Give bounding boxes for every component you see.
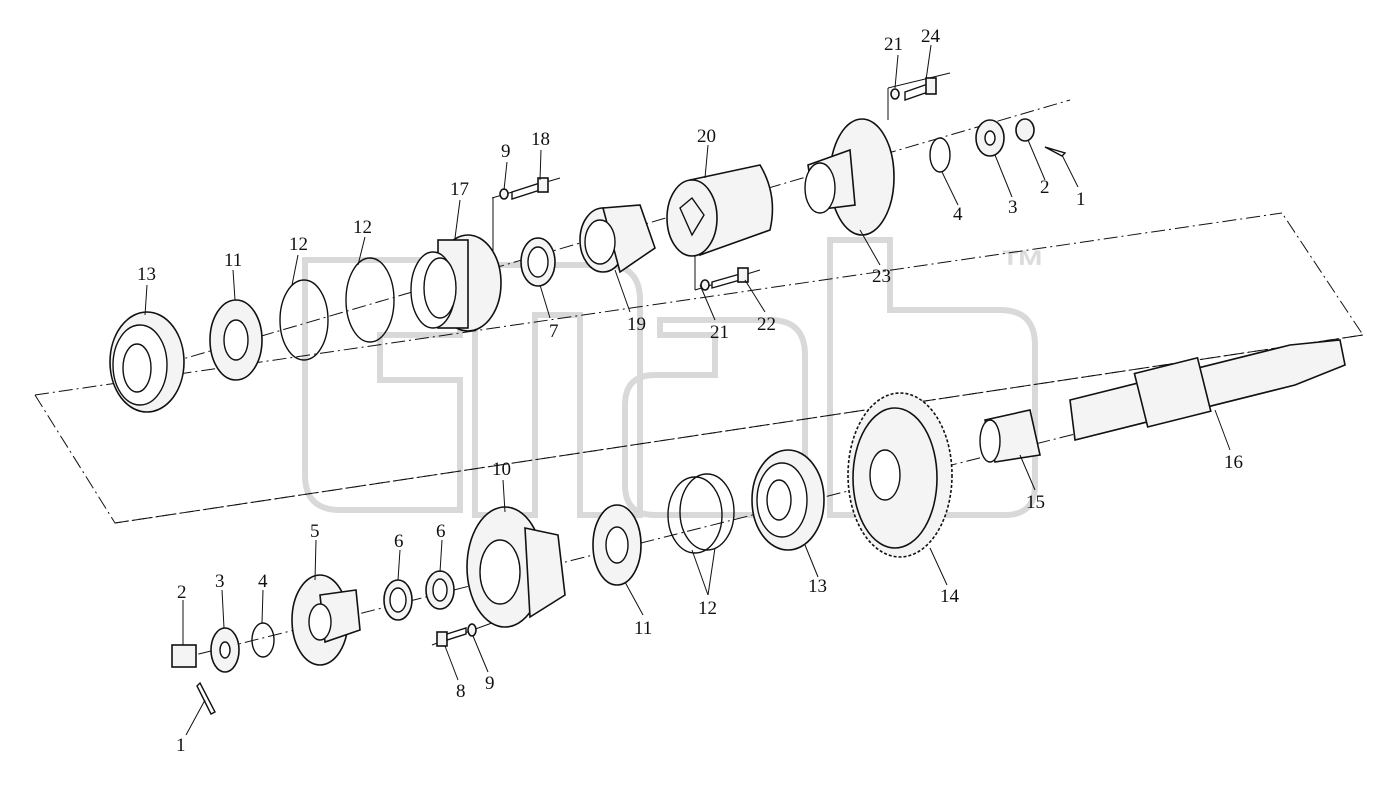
cotter-pin-1-lower (196, 681, 216, 715)
callout-21-upper: 21 (884, 34, 903, 55)
o-rings-12-upper (279, 257, 395, 361)
callout-11-lower: 11 (634, 618, 652, 639)
callout-20: 20 (697, 126, 716, 147)
callout-9-upper: 9 (501, 141, 511, 162)
callout-12-lower: 12 (698, 598, 717, 619)
callout-4-upper: 4 (953, 204, 963, 225)
bolt-8 (436, 627, 467, 647)
callout-labels: 1 2 3 4 21 24 23 20 19 21 22 9 18 17 7 1… (137, 26, 1243, 756)
nut-2-upper (1015, 118, 1035, 142)
seals-6 (383, 570, 455, 621)
callout-21-middle: 21 (710, 322, 729, 343)
flange-cover-11-lower (592, 504, 642, 586)
callout-9-lower: 9 (485, 673, 495, 694)
callout-11-upper: 11 (224, 250, 242, 271)
callout-6-right: 6 (436, 521, 446, 542)
callout-24: 24 (921, 26, 941, 47)
callout-5: 5 (310, 521, 320, 542)
flange-cover-11-upper (209, 299, 263, 381)
callout-1-lower: 1 (176, 735, 186, 756)
bearing-13-lower (751, 449, 825, 551)
sleeve-20 (666, 164, 774, 257)
bushing-15 (979, 409, 1041, 463)
callout-4-lower: 4 (258, 571, 268, 592)
callout-19: 19 (627, 314, 646, 335)
callout-2-lower: 2 (177, 582, 187, 603)
callout-13-lower: 13 (808, 576, 827, 597)
flange-5 (291, 574, 361, 666)
bolt-24 (890, 77, 937, 101)
callout-14: 14 (940, 586, 960, 607)
ring-4-lower (251, 622, 275, 658)
o-rings-12-lower (667, 473, 735, 554)
ring-4-upper (929, 137, 951, 173)
callout-7: 7 (549, 321, 559, 342)
callout-1-upper: 1 (1076, 189, 1086, 210)
callout-10: 10 (492, 459, 511, 480)
callout-12-upper-left: 12 (289, 234, 308, 255)
coupling-19 (579, 204, 656, 274)
bolt-18 (499, 177, 549, 200)
flange-23 (804, 118, 895, 236)
callout-12-upper-right: 12 (353, 217, 372, 238)
bolt-22 (700, 267, 749, 291)
washer-9-lower (467, 623, 477, 637)
callout-8: 8 (456, 681, 466, 702)
callout-13-upper: 13 (137, 264, 156, 285)
housing-17 (410, 234, 502, 332)
callout-22: 22 (757, 314, 776, 335)
trademark-symbol: ™ (1000, 240, 1046, 292)
cotter-pin-1-upper (1044, 146, 1067, 157)
callout-17: 17 (450, 179, 469, 200)
callout-15: 15 (1026, 492, 1045, 513)
callout-leaders (144, 44, 1231, 736)
callout-18: 18 (531, 129, 550, 150)
bearing-13-upper (109, 311, 185, 413)
callout-23: 23 (872, 266, 891, 287)
seal-7 (520, 237, 556, 287)
nut-2-lower (171, 644, 197, 668)
washer-3-upper (975, 119, 1005, 157)
callout-6-left: 6 (394, 531, 404, 552)
callout-3-upper: 3 (1008, 197, 1018, 218)
shaft-16 (1069, 339, 1346, 441)
housing-10 (466, 506, 566, 628)
callout-3-lower: 3 (215, 571, 225, 592)
gear-14 (847, 392, 953, 558)
callout-2-upper: 2 (1040, 177, 1050, 198)
callout-16: 16 (1224, 452, 1243, 473)
washer-3-lower (210, 627, 240, 673)
